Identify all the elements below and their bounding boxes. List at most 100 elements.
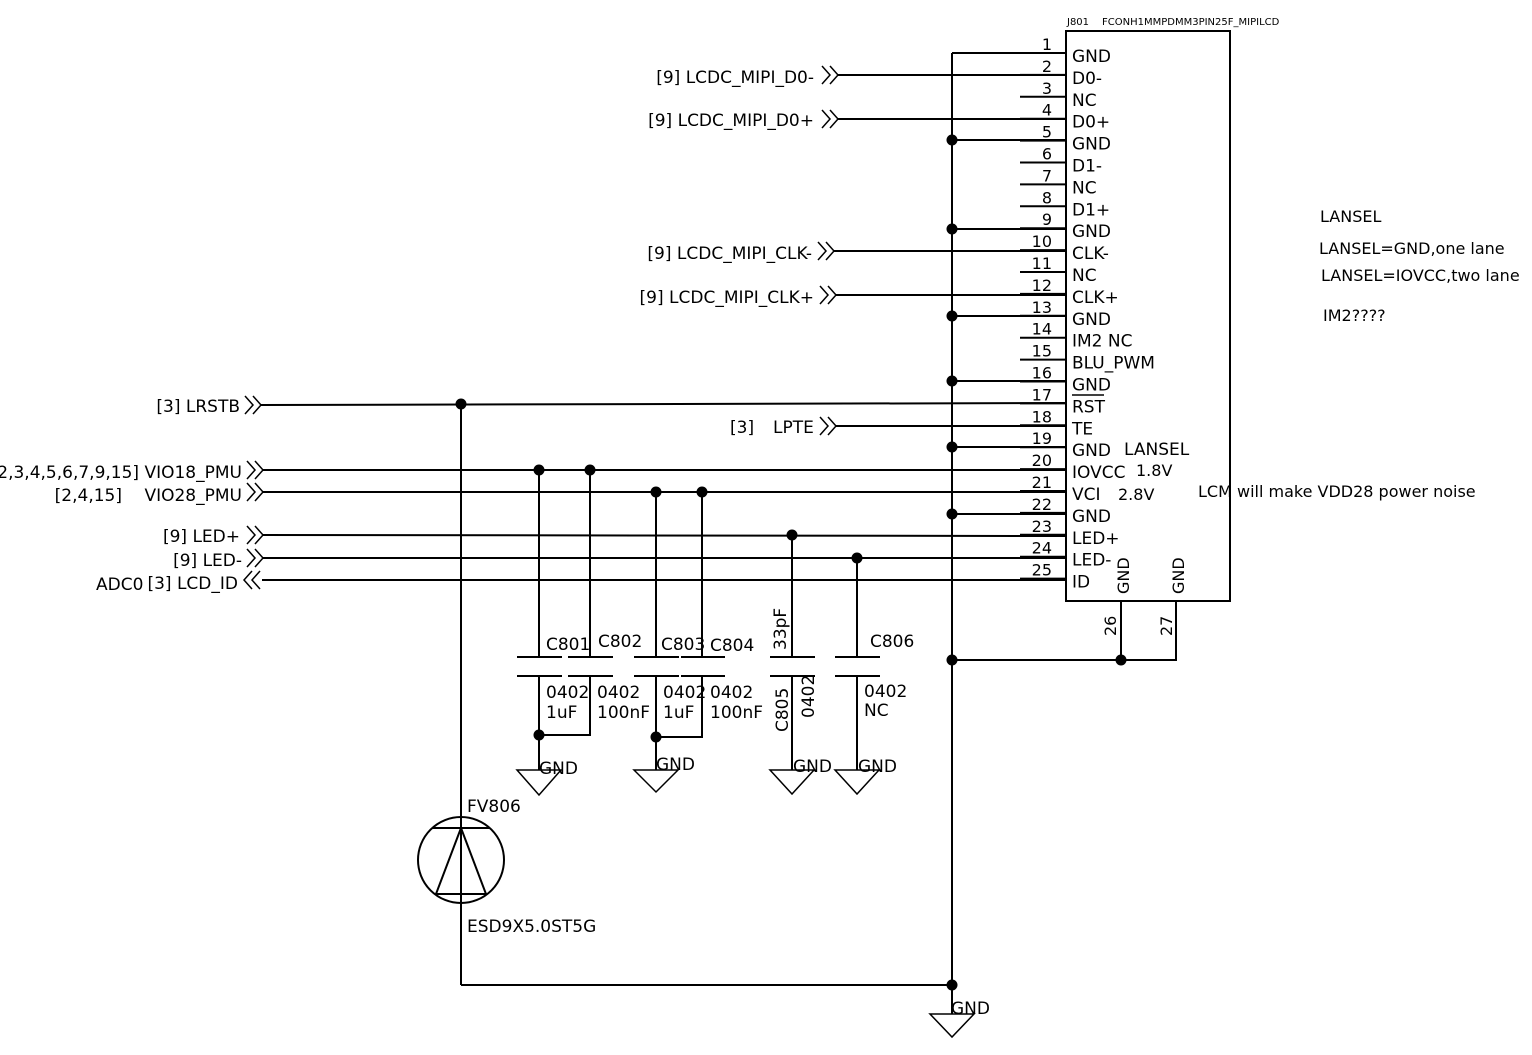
note-lansel-title: LANSEL [1320,207,1381,226]
net-label-led-minus: [9] LED- [173,551,242,571]
pin-name: VCI [1072,485,1101,505]
pin-number: 22 [1032,495,1052,514]
pin-name: GND [1072,310,1111,330]
ground-symbols: GND GND GND GND GND [515,755,990,1039]
pin-number: 24 [1032,539,1052,558]
c805-ref: C805 [773,688,793,732]
pin-number: 19 [1032,429,1052,448]
pin-name: ID [1072,573,1090,593]
pin-number: 8 [1042,188,1052,207]
pin-name: D0+ [1072,113,1110,133]
junction-dot [946,654,958,666]
pin-name: NC [1072,266,1097,286]
net-label-lpte-ref: [3] [730,418,754,438]
connector-part-number: FCONH1MMPDMM3PIN25F_MIPILCD [1102,17,1280,28]
ground-symbol [632,769,680,794]
offpage-arrow [250,570,261,590]
pin-number: 5 [1042,123,1052,142]
net-label-lpte: LPTE [773,418,814,438]
offpage-arrow [819,285,830,305]
net-label-lcdc-mipi-clk-plus: [9] LCDC_MIPI_CLK+ [640,288,814,308]
net-label-lcdc-mipi-d0-plus: [9] LCDC_MIPI_D0+ [648,111,814,131]
offpage-arrow [254,548,265,568]
c806-ref: C806 [870,632,914,652]
c801-value: 1uF [546,703,577,723]
offpage-arrow [829,65,840,85]
pin-number: 4 [1042,101,1052,120]
pin-name: D1- [1072,157,1102,177]
pin-name: GND [1072,441,1111,461]
pin-number: 21 [1032,473,1052,492]
ground-symbol [768,769,816,796]
c801-ref: C801 [546,635,590,655]
c804-package: 0402 [710,683,753,703]
pin-number: 6 [1042,145,1052,164]
gnd-label: GND [656,755,695,775]
junction-dot [946,223,958,235]
offpage-arrow [254,482,265,502]
offpage-arrow [827,285,838,305]
pin-name: LED+ [1072,529,1120,549]
pin-name: NC [1072,91,1097,111]
net-label-lcd-id: [3] LCD_ID [147,574,238,594]
net-label-vio18-pmu: [2,3,4,5,6,7,9,15] VIO18_PMU [0,463,242,483]
offpage-arrow [817,241,828,261]
signal-nets: [9] LCDC_MIPI_D0- [9] LCDC_MIPI_D0+ [9] … [0,65,1067,595]
net-label-adc0: ADC0 [96,575,143,595]
pin-name: GND [1072,47,1111,67]
offpage-arrow [254,460,265,480]
c806-value: NC [864,701,889,721]
pin-number: 14 [1032,320,1052,339]
pin-name: NC [1072,178,1097,198]
pin27-name: GND [1169,557,1188,594]
junction-dot [946,441,958,453]
connector-j801: J801 FCONH1MMPDMM3PIN25F_MIPILCD 1GND2D0… [1020,17,1280,661]
pin-number: 1 [1042,35,1052,54]
pin-name: TE [1071,419,1093,439]
c803-value: 1uF [663,703,694,723]
tvs-ref: FV806 [467,797,521,817]
pin26-name: GND [1114,557,1133,594]
net-label-lrstb: [3] LRSTB [156,397,240,417]
pin-name: RST [1072,397,1106,417]
net-label-lcdc-mipi-d0-minus: [9] LCDC_MIPI_D0- [656,68,814,88]
offpage-arrow [825,241,836,261]
offpage-arrow [244,395,255,415]
pin-number: 13 [1032,298,1052,317]
pin-name: D1+ [1072,200,1110,220]
gnd-label: GND [951,999,990,1019]
c806-package: 0402 [864,682,907,702]
wire-c804-gnd [656,676,703,738]
iovcc-voltage-note: 1.8V [1136,461,1172,480]
junction-dot [946,134,958,146]
gnd-label: GND [539,759,578,779]
pin-number: 18 [1032,407,1052,426]
c805-value: 33pF [771,608,791,650]
ground-symbol [928,1013,976,1039]
pin-name: GND [1072,507,1111,527]
gnd-label: GND [793,757,832,777]
pin-number: 16 [1032,364,1052,383]
pin-number: 17 [1032,385,1052,404]
pin-number: 7 [1042,166,1052,185]
lansel-inner-label: LANSEL [1124,440,1190,460]
pin27-number: 27 [1157,616,1176,636]
junction-dot [533,729,545,741]
c802-ref: C802 [598,632,642,652]
pin-name: GND [1072,376,1111,396]
connector-ref: J801 [1066,17,1089,28]
pin-number: 23 [1032,517,1052,536]
net-label-vio28-pmu: VIO28_PMU [144,486,242,506]
offpage-arrow [827,416,838,436]
connector-pins: 1GND2D0-3NC4D0+5GND6D1-7NC8D1+9GND10CLK-… [1020,35,1155,593]
offpage-arrow [246,525,257,545]
pin-name: CLK- [1072,244,1109,264]
pin-name: IOVCC [1072,463,1125,483]
pin-number: 11 [1032,254,1052,273]
gnd-label: GND [858,757,897,777]
wire-rst [260,402,1067,406]
offpage-arrow [254,525,265,545]
c804-value: 100nF [710,703,763,723]
note-im2: IM2???? [1323,306,1386,325]
c802-package: 0402 [597,683,640,703]
